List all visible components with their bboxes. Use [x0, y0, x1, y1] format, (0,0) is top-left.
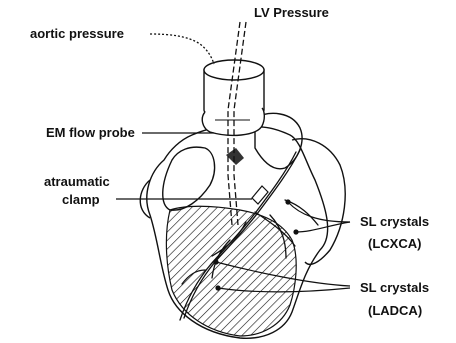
label-sl-crystals-ladca: SL crystals — [360, 280, 429, 295]
label-ladca: (LADCA) — [368, 303, 422, 318]
atraumatic-clamp — [252, 186, 268, 204]
lcxca-leader-1 — [288, 202, 350, 222]
label-lv-pressure: LV Pressure — [254, 5, 329, 20]
label-clamp: clamp — [62, 192, 100, 207]
label-atraumatic: atraumatic — [44, 174, 110, 189]
label-lcxca: (LCXCA) — [368, 236, 421, 251]
lcxca-leader-2 — [296, 222, 350, 232]
probe-shadow — [226, 148, 244, 165]
label-em-flow-probe: EM flow probe — [46, 125, 135, 140]
aortic-pressure-line — [150, 34, 214, 64]
label-sl-crystals-lcxca: SL crystals — [360, 214, 429, 229]
label-aortic-pressure: aortic pressure — [30, 26, 124, 41]
em-flow-probe — [202, 108, 264, 135]
